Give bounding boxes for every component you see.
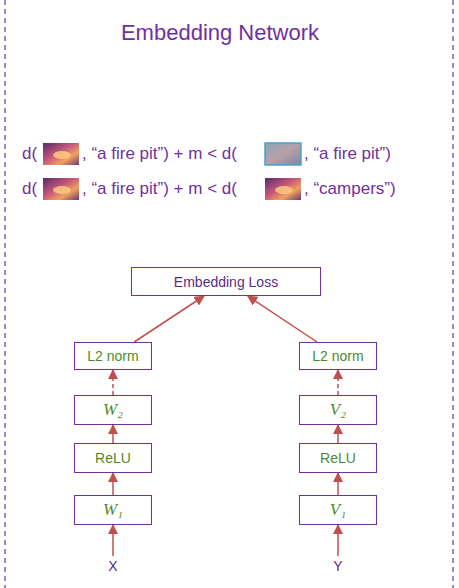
norm-box: L2 norm bbox=[74, 342, 152, 370]
flow-arrow bbox=[337, 525, 339, 556]
flow-arrow bbox=[134, 296, 204, 342]
box-label: L2 norm bbox=[312, 348, 363, 364]
equation-text: d( bbox=[22, 179, 37, 199]
equation-text: , “a fire pit”) + m < d( bbox=[82, 144, 237, 164]
fire-pit-image bbox=[43, 178, 79, 200]
equation-text: d( bbox=[22, 144, 37, 164]
loss-box: Embedding Loss bbox=[131, 267, 321, 296]
box-label: W₁ bbox=[103, 500, 123, 520]
box-label: ReLU bbox=[320, 450, 356, 466]
equation-text: , “campers”) bbox=[304, 179, 396, 199]
fire-pit-image bbox=[43, 143, 79, 165]
box-label: Y bbox=[333, 558, 342, 574]
weight-box: W₁ bbox=[74, 495, 152, 525]
fire-glow bbox=[53, 151, 71, 159]
relu-box: ReLU bbox=[74, 443, 152, 473]
fire-pit-image bbox=[265, 178, 301, 200]
flow-arrow bbox=[337, 370, 339, 395]
weight-box: V₂ bbox=[299, 395, 377, 425]
relu-box: ReLU bbox=[299, 443, 377, 473]
fire-glow bbox=[275, 186, 293, 194]
flow-arrow bbox=[248, 296, 317, 342]
weight-box: V₁ bbox=[299, 495, 377, 525]
box-label: Embedding Loss bbox=[174, 274, 278, 290]
box-label: L2 norm bbox=[87, 348, 138, 364]
weight-box: W₂ bbox=[74, 395, 152, 425]
norm-box: L2 norm bbox=[299, 342, 377, 370]
box-label: X bbox=[108, 558, 117, 574]
input-variable: Y bbox=[326, 556, 350, 576]
box-label: ReLU bbox=[95, 450, 131, 466]
flow-arrow bbox=[112, 473, 114, 495]
diagram-title: Embedding Network bbox=[0, 20, 440, 46]
campers-image bbox=[265, 143, 301, 165]
box-label: V₂ bbox=[330, 400, 346, 420]
dashed-border bbox=[452, 0, 453, 588]
flow-arrow bbox=[112, 525, 114, 556]
input-variable: X bbox=[101, 556, 125, 576]
fire-glow bbox=[53, 186, 71, 194]
dashed-border bbox=[4, 0, 5, 588]
flow-arrow bbox=[112, 370, 114, 395]
box-label: W₂ bbox=[103, 400, 123, 420]
box-label: V₁ bbox=[330, 500, 346, 520]
equation-text: , “a fire pit”) bbox=[304, 144, 391, 164]
equation-text: , “a fire pit”) + m < d( bbox=[82, 179, 237, 199]
flow-arrow bbox=[112, 425, 114, 443]
flow-arrow bbox=[337, 473, 339, 495]
flow-arrow bbox=[337, 425, 339, 443]
